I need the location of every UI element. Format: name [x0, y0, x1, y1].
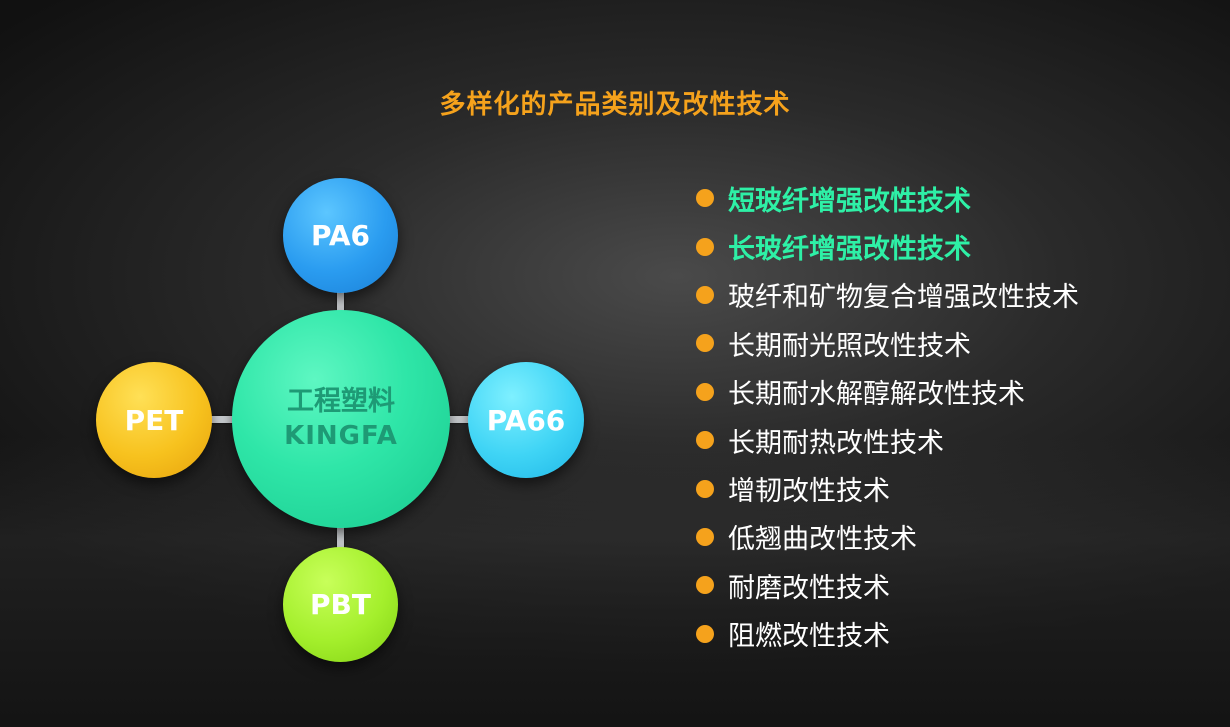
tech-list-item: 长期耐热改性技术	[696, 416, 1079, 464]
node-pa66-label: PA66	[486, 403, 566, 437]
node-pa6-label: PA6	[310, 219, 371, 252]
page-title: 多样化的产品类别及改性技术	[439, 90, 791, 120]
tech-item-label: 长玻纤增强改性技术	[728, 234, 971, 266]
node-center: 工程塑料 KINGFA	[232, 310, 450, 528]
connector-left	[208, 416, 236, 423]
bullet-icon	[696, 237, 714, 256]
tech-item-label: 长期耐热改性技术	[728, 427, 944, 459]
tech-list-item: 低翘曲改性技术	[696, 513, 1079, 561]
connector-right	[446, 416, 472, 423]
tech-item-label: 增韧改性技术	[728, 476, 890, 508]
bullet-icon	[696, 334, 714, 353]
tech-list-item: 短玻纤增强改性技术	[696, 174, 1079, 222]
bullet-icon	[696, 431, 714, 450]
tech-list-item: 长玻纤增强改性技术	[696, 222, 1079, 270]
tech-list-item: 长期耐水解醇解改性技术	[696, 368, 1079, 416]
center-brand: KINGFA	[284, 421, 398, 451]
tech-item-label: 长期耐水解醇解改性技术	[728, 379, 1025, 411]
tech-item-label: 短玻纤增强改性技术	[728, 185, 971, 217]
tech-list-item: 增韧改性技术	[696, 464, 1079, 512]
tech-item-label: 低翘曲改性技术	[728, 524, 917, 556]
bullet-icon	[696, 479, 714, 498]
connector-bottom	[337, 525, 344, 551]
tech-list-item: 阻燃改性技术	[696, 610, 1079, 658]
connector-top	[337, 290, 344, 314]
bullet-icon	[696, 189, 714, 208]
tech-list-item: 长期耐光照改性技术	[696, 319, 1079, 367]
tech-item-label: 阻燃改性技术	[728, 621, 890, 653]
bullet-icon	[696, 624, 714, 643]
tech-item-label: 玻纤和矿物复合增强改性技术	[728, 282, 1079, 314]
tech-list: 短玻纤增强改性技术 长玻纤增强改性技术 玻纤和矿物复合增强改性技术 长期耐光照改…	[696, 174, 1079, 658]
tech-list-item: 玻纤和矿物复合增强改性技术	[696, 271, 1079, 319]
bullet-icon	[696, 576, 714, 595]
node-pa6: PA6	[283, 178, 398, 293]
node-pbt: PBT	[283, 547, 398, 662]
bullet-icon	[696, 527, 714, 546]
node-pa66: PA66	[468, 362, 584, 478]
tech-list-item: 耐磨改性技术	[696, 561, 1079, 609]
node-pet-label: PET	[124, 403, 184, 437]
tech-item-label: 耐磨改性技术	[728, 572, 890, 604]
bullet-icon	[696, 285, 714, 304]
node-pet: PET	[96, 362, 212, 478]
bullet-icon	[696, 382, 714, 401]
tech-item-label: 长期耐光照改性技术	[728, 330, 971, 362]
center-name: 工程塑料	[287, 386, 395, 417]
node-pbt-label: PBT	[310, 588, 371, 621]
background-floor	[0, 437, 1230, 727]
